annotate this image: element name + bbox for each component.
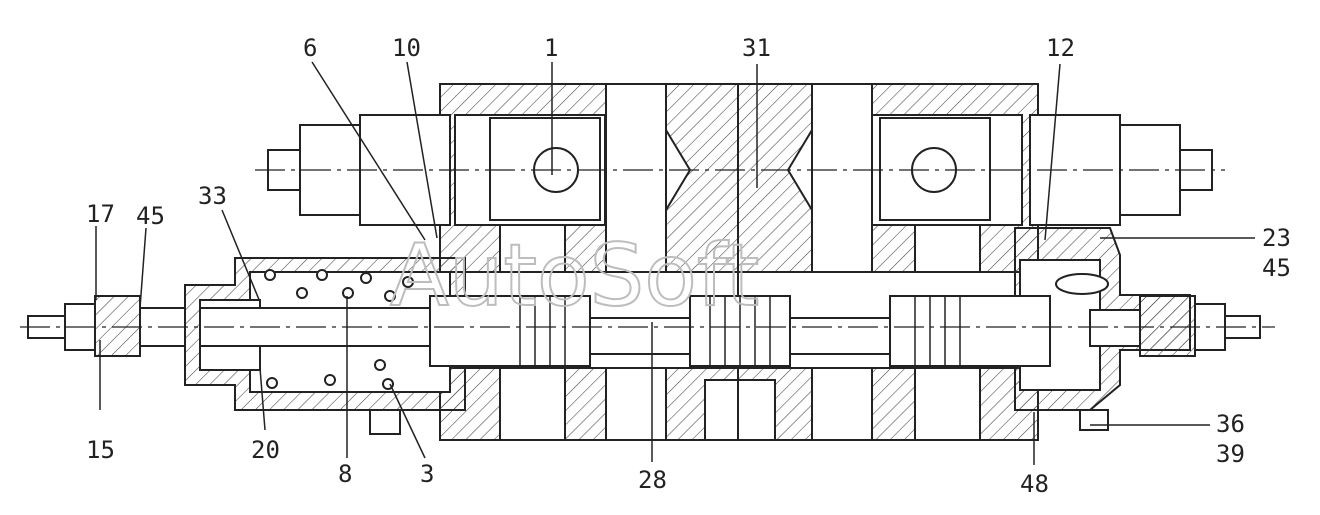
end-fitting-left	[27, 295, 186, 357]
callout-labels: 1 31 6 10 12 33 17 45 23 45 15 20 8 3 28…	[86, 34, 1291, 498]
callout-36: 36	[1216, 410, 1245, 438]
callout-33: 33	[198, 182, 227, 210]
callout-15: 15	[86, 436, 115, 464]
end-fitting-right	[1089, 295, 1261, 357]
callout-10: 10	[392, 34, 421, 62]
callout-23: 23	[1262, 224, 1291, 252]
leader-lines	[95, 61, 1255, 465]
callout-39: 39	[1216, 440, 1245, 468]
callout-6: 6	[303, 34, 317, 62]
center-lines	[20, 169, 1275, 328]
callout-28: 28	[638, 466, 667, 494]
callout-1: 1	[544, 34, 558, 62]
callout-31: 31	[742, 34, 771, 62]
callout-45-right: 45	[1262, 254, 1291, 282]
callout-48: 48	[1020, 470, 1049, 498]
callout-8: 8	[338, 460, 352, 488]
spool-grooves	[519, 296, 961, 366]
callout-20: 20	[251, 436, 280, 464]
callout-12: 12	[1046, 34, 1075, 62]
callout-45-left: 45	[136, 202, 165, 230]
watermark: AutoSoft	[390, 226, 759, 326]
callout-3: 3	[420, 460, 434, 488]
callout-17: 17	[86, 200, 115, 228]
check-valve-left	[267, 114, 601, 226]
spring-coils	[264, 269, 414, 390]
lower-port	[369, 409, 1109, 435]
